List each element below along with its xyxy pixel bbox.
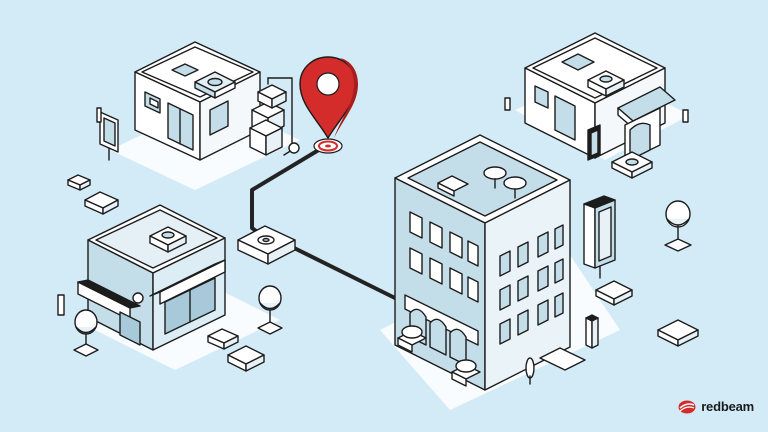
storefront-building	[77, 204, 226, 351]
tree-icon	[257, 285, 283, 335]
route-path	[250, 146, 397, 300]
post-icon	[585, 314, 599, 349]
brand-logo: redbeam	[678, 399, 754, 414]
post-icon	[57, 294, 65, 316]
hand-truck-icon	[249, 77, 300, 156]
delivery-box-icon	[237, 225, 296, 265]
location-pin-icon	[299, 56, 358, 154]
tree-icon	[73, 309, 99, 357]
delivery-box-icon	[67, 174, 119, 215]
warehouse-building	[134, 41, 261, 161]
tree-icon	[664, 200, 692, 252]
signboard-icon	[587, 124, 601, 161]
shop-building	[524, 32, 689, 163]
post-icon	[96, 107, 102, 123]
delivery-box-icon	[595, 280, 699, 347]
delivery-box-icon	[611, 151, 653, 179]
redbeam-logo-icon	[678, 400, 696, 413]
brand-name: redbeam	[701, 399, 754, 414]
office-building	[394, 134, 586, 391]
signboard-icon	[99, 111, 119, 161]
post-icon	[504, 97, 511, 111]
delivery-box-icon	[207, 328, 265, 372]
signboard-icon	[583, 195, 616, 279]
